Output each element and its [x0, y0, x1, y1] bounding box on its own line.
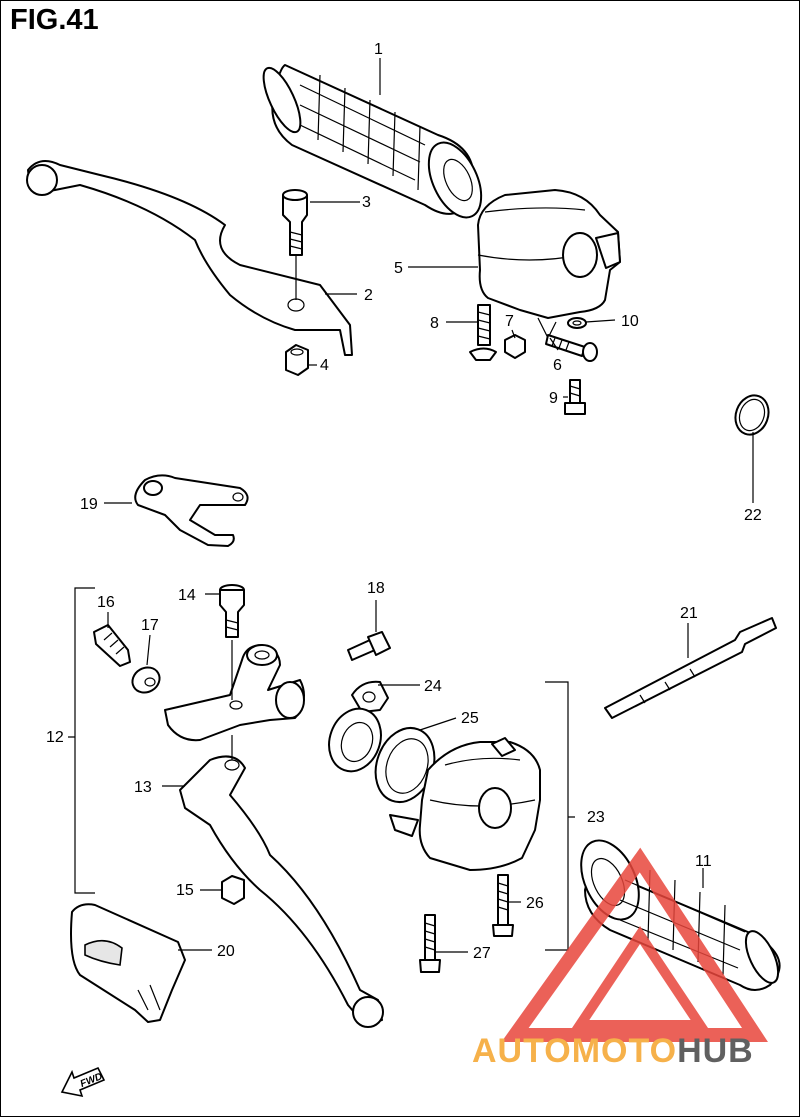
- callout-6: 6: [553, 357, 562, 374]
- part-18-screw[interactable]: [347, 631, 391, 661]
- part-22-o-ring[interactable]: [730, 391, 774, 440]
- part-13-clutch-lever[interactable]: [179, 755, 384, 1028]
- part-14-pivot-bolt[interactable]: [219, 584, 245, 638]
- part-2-brake-lever[interactable]: [26, 160, 353, 356]
- figure-title: FIG.41: [10, 4, 99, 36]
- callout-8: 8: [430, 315, 439, 332]
- callout-23: 23: [587, 809, 605, 826]
- callout-14: 14: [178, 587, 196, 604]
- part-25-collar[interactable]: [321, 701, 445, 810]
- part-1-grip[interactable]: [256, 63, 492, 225]
- callout-26: 26: [526, 895, 544, 912]
- callout-21: 21: [680, 605, 698, 622]
- callout-13: 13: [134, 779, 152, 796]
- part-23-switch-housing[interactable]: [389, 737, 541, 871]
- callout-25: 25: [461, 710, 479, 727]
- part-4-nut[interactable]: [285, 344, 309, 376]
- part-20-lever-cover[interactable]: [70, 903, 186, 1023]
- part-27-screw[interactable]: [419, 914, 441, 973]
- watermark-text: AUTOMOTOHUB: [472, 1032, 754, 1071]
- callout-12: 12: [46, 729, 64, 746]
- callout-11: 11: [695, 853, 712, 870]
- callout-22: 22: [744, 507, 762, 524]
- part-17-lock-nut[interactable]: [128, 663, 164, 698]
- fwd-arrow-icon: FWD: [60, 1066, 106, 1098]
- callout-7: 7: [505, 313, 514, 330]
- part-21-cable-tie[interactable]: [604, 617, 777, 719]
- part-9-screw[interactable]: [564, 379, 586, 415]
- callout-1: 1: [374, 41, 383, 58]
- callout-4: 4: [320, 357, 329, 374]
- part-3-pivot-bolt[interactable]: [282, 189, 308, 256]
- part-24-clamp[interactable]: [351, 680, 389, 713]
- callout-16: 16: [97, 594, 115, 611]
- part-26-screw[interactable]: [492, 874, 514, 937]
- callout-3: 3: [362, 194, 371, 211]
- callout-20: 20: [217, 943, 235, 960]
- callout-2: 2: [364, 287, 373, 304]
- warning-triangle-logo: [501, 847, 768, 1042]
- watermark-part2: HUB: [677, 1032, 754, 1070]
- part-15-nut[interactable]: [221, 875, 245, 905]
- part-19-bracket[interactable]: [134, 474, 249, 547]
- callout-9: 9: [549, 390, 558, 407]
- callout-18: 18: [367, 580, 385, 597]
- callout-27: 27: [473, 945, 491, 962]
- callout-19: 19: [80, 496, 98, 513]
- part-6-screw[interactable]: [545, 334, 598, 362]
- part-10-washer[interactable]: [567, 317, 587, 329]
- part-8-screw[interactable]: [469, 304, 497, 361]
- callout-17: 17: [141, 617, 159, 634]
- callout-10: 10: [621, 313, 639, 330]
- part-7-nut[interactable]: [504, 334, 526, 359]
- leader-lines: [68, 58, 754, 953]
- callout-labels: 1 2 3 4 5 6 7 8 9 10 11 12 13 14 15 16 1…: [46, 41, 762, 962]
- part-5-switch-housing[interactable]: [477, 189, 621, 340]
- callout-5: 5: [394, 260, 403, 277]
- part-16-adjuster[interactable]: [93, 624, 131, 667]
- callout-24: 24: [424, 678, 442, 695]
- part-12-lever-holder[interactable]: [164, 644, 305, 742]
- watermark-part1: AUTOMOTO: [472, 1032, 678, 1070]
- callout-15: 15: [176, 882, 194, 899]
